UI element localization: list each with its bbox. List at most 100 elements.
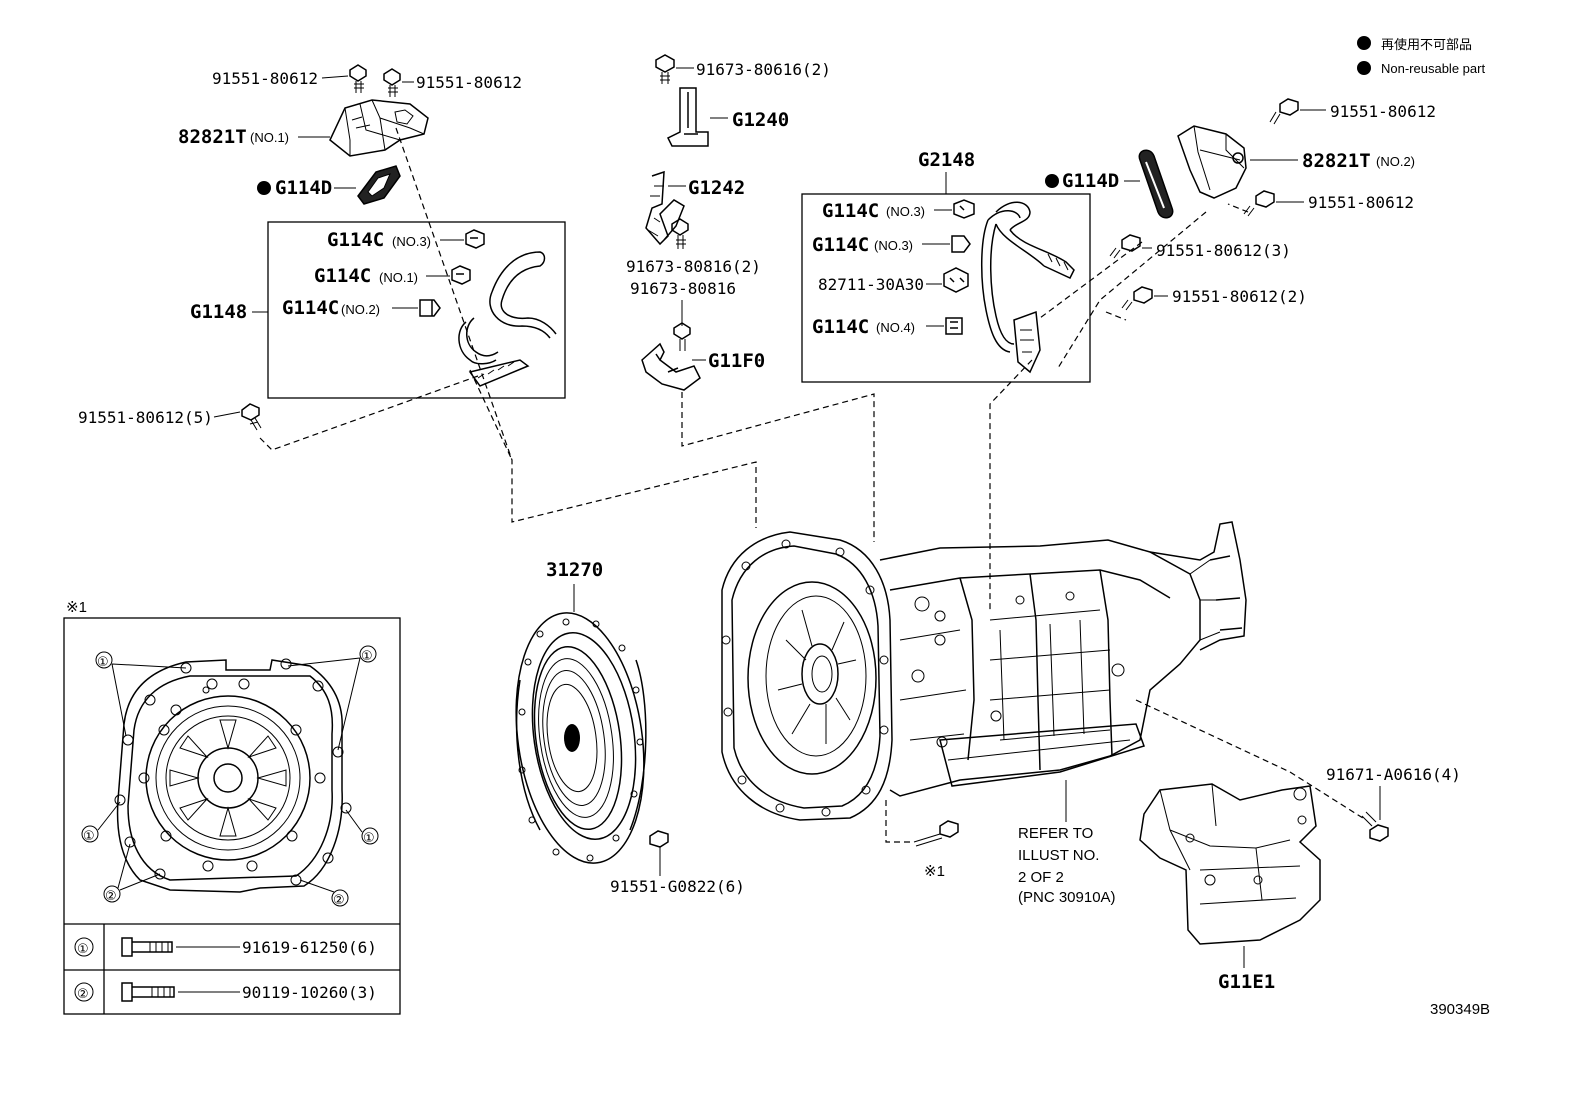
svg-text:(NO.1): (NO.1) [379,270,418,285]
g2148-group: G2148 G114C (NO.3) G114C (NO.3) 82711-30… [801,149,1091,383]
drive-plate-31270: 31270 91551-G0822(6) [515,559,745,896]
svg-text:①: ① [83,828,95,843]
note-mark: ※1 [66,599,87,616]
left-bracket-group: 91551-80612 91551-80612 82821T (NO.1) G1… [78,64,566,431]
svg-text:②: ② [77,986,89,1001]
svg-text:(NO.3): (NO.3) [874,238,913,253]
label-clip-82711: 82711-30A30 [818,275,924,294]
bolt-icon [673,322,691,351]
non-reusable-dot-icon [257,181,271,195]
bolt-icon [649,830,669,876]
grommet-no3 [465,229,485,249]
svg-text:(NO.4): (NO.4) [876,320,915,335]
refer-line-3: 2 OF 2 [1018,869,1064,886]
label-bolt-91551-g0822: 91551-G0822(6) [610,877,745,896]
label-82821t-no1: 82821T [178,126,247,148]
svg-text:②: ② [105,888,117,903]
svg-text:(NO.2): (NO.2) [1376,154,1415,169]
label-g114c-no3-r2: G114C [812,234,869,256]
svg-text:②: ② [333,892,345,907]
bracket-g1240 [666,87,709,147]
label-bolt-91671-a0616: 91671-A0616(4) [1326,765,1461,784]
label-bolt-91673-80816-2: 91673-80816(2) [626,257,761,276]
legend: 再使用不可部品 Non-reusable part [1357,36,1485,76]
grommet-no1 [451,265,471,285]
refer-line-1: REFER TO [1018,825,1093,842]
wire-harness-g2148 [981,201,1075,374]
svg-text:①: ① [363,830,375,845]
diagram-id: 390349B [1430,1001,1490,1018]
label-82821t-no2: 82821T [1302,150,1371,172]
label-bolt-91673-80616: 91673-80616(2) [696,60,831,79]
label-g1148: G1148 [190,301,247,323]
bolt-icon [241,403,262,431]
grommet-no4 [945,317,963,335]
middle-bracket-group: 91673-80616(2) G1240 G1242 91673-80816(2… [626,54,831,391]
bolt-icon [383,68,401,97]
callout-1: ① [345,809,379,845]
label-g114c-no1: G114C [314,265,371,287]
label-g11f0: G11F0 [708,350,765,372]
label-bolt-91551-a: 91551-80612 [212,69,318,88]
right-bracket-group: 91551-80612 G114D 82821T (NO.2) 91551-80… [1045,98,1436,321]
g2148-box [801,193,1091,383]
label-bolt-91551-5: 91551-80612(5) [78,408,213,427]
note-mark-bottom: ※1 [924,863,945,880]
label-g114c-no4: G114C [812,316,869,338]
bolt-icon [121,982,175,1002]
bracket-g1242 [645,170,685,246]
non-reusable-dot-icon [1045,174,1059,188]
svg-text:(NO.3): (NO.3) [886,204,925,219]
bolt-icon [1243,190,1275,217]
housing-flange [114,658,352,893]
label-bolt-91551-right-2: 91551-80612 [1308,193,1414,212]
callout-1: ① [287,645,377,751]
callout-1: ① [95,651,187,737]
bolt-icon [1109,234,1141,259]
bolt-icon [655,54,675,84]
grommet-no3 [953,199,975,219]
bolt-icon [913,820,959,847]
label-g11e1: G11E1 [1218,971,1275,993]
svg-text:(NO.1): (NO.1) [250,130,289,145]
label-g2148: G2148 [918,149,975,171]
gasket-g114d [357,165,401,205]
label-g114d-right: G114D [1062,170,1119,192]
label-bolt-91551-right-top: 91551-80612 [1330,102,1436,121]
bolt-icon [121,937,173,957]
legend-en: Non-reusable part [1381,61,1485,76]
label-g1240: G1240 [732,109,789,131]
refer-line-2: ILLUST NO. [1018,847,1099,864]
bolt-icon [1269,98,1299,125]
refer-line-4: (PNC 30910A) [1018,889,1116,906]
bolt-icon [671,218,689,249]
callout-2: ② [103,843,161,903]
label-bolt-91673-80816: 91673-80816 [630,279,736,298]
grommet-no2 [419,299,441,317]
bracket-82821t-no2 [1177,125,1247,199]
label-g114c-no3-left: G114C [327,229,384,251]
legend-jp: 再使用不可部品 [1381,37,1472,52]
transmission-assembly: REFER TO ILLUST NO. 2 OF 2 (PNC 30910A) [721,521,1247,906]
label-bolt-91551-right-3: 91551-80612(3) [1156,241,1291,260]
legend-dot-icon [1357,36,1371,50]
bolt-icon [1361,811,1389,842]
clip-82711 [943,267,969,293]
label-bolt-91551-right-2b: 91551-80612(2) [1172,287,1307,306]
svg-text:(NO.2): (NO.2) [341,302,380,317]
bracket-82821t-no1 [329,99,429,157]
legend-dot-icon [1357,61,1371,75]
callout-2: ② [299,879,349,907]
detail-row-2-part: 90119-10260(3) [242,983,377,1002]
grommet-no3 [951,235,971,253]
gasket-g114d-right [1138,149,1174,219]
label-g114c-no2: G114C [282,297,339,319]
bolt-icon [349,64,367,93]
svg-text:(NO.3): (NO.3) [392,234,431,249]
label-g1242: G1242 [688,177,745,199]
detail-row-1-part: 91619-61250(6) [242,938,377,957]
label-31270: 31270 [546,559,603,581]
svg-text:①: ① [97,654,109,669]
label-g114c-no3-r1: G114C [822,200,879,222]
